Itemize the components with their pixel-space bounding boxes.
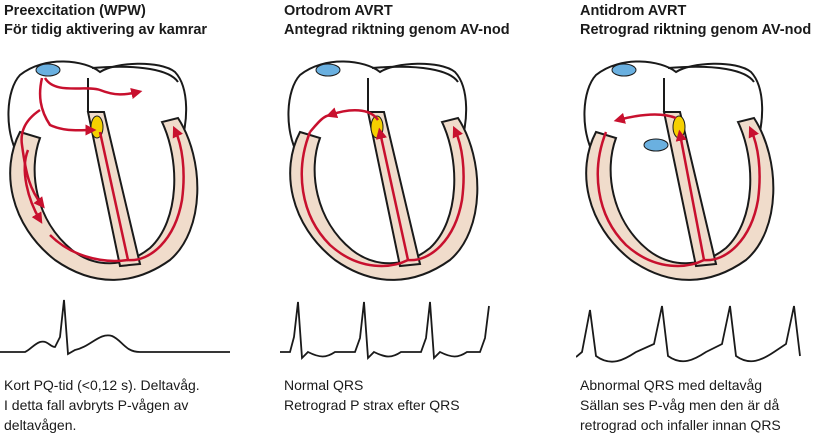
title-line-1: Ortodrom AVRT	[284, 3, 393, 19]
sa-node	[35, 63, 61, 77]
panel-title: Antidrom AVRT Retrograd riktning genom A…	[580, 2, 811, 40]
panel-caption: Kort PQ-tid (<0,12 s). Deltavåg. I detta…	[4, 375, 200, 435]
caption-line-3: deltavågen.	[4, 417, 77, 433]
caption-line-1: Kort PQ-tid (<0,12 s). Deltavåg.	[4, 377, 200, 393]
panel-preexcitation: Preexcitation (WPW) För tidig aktivering…	[0, 0, 270, 437]
title-line-1: Antidrom AVRT	[580, 3, 687, 19]
heart-diagram	[583, 60, 775, 281]
title-line-2: För tidig aktivering av kamrar	[4, 22, 208, 38]
title-line-2: Retrograd riktning genom AV-nod	[580, 22, 812, 38]
title-line-1: Preexcitation (WPW)	[4, 3, 146, 19]
heart-diagram	[7, 60, 199, 281]
heart-diagram	[287, 60, 479, 281]
title-line-2: Antegrad riktning genom AV-nod	[284, 22, 510, 38]
caption-line-3: retrograd och infaller innan QRS	[580, 417, 781, 433]
sa-node	[611, 63, 637, 77]
panel-title: Preexcitation (WPW) För tidig aktivering…	[4, 2, 207, 40]
caption-line-1: Normal QRS	[284, 377, 364, 393]
sa-node-2	[643, 138, 669, 152]
panel-caption: Abnormal QRS med deltavåg Sällan ses P-v…	[580, 375, 781, 435]
ecg-trace	[280, 301, 490, 361]
ecg-trace	[576, 305, 801, 363]
caption-line-1: Abnormal QRS med deltavåg	[580, 377, 763, 393]
caption-line-2: Sällan ses P-våg men den är då	[580, 397, 780, 413]
sa-node	[315, 63, 341, 77]
panel-caption: Normal QRS Retrograd P strax efter QRS	[284, 375, 460, 415]
panel-orthodromic-avrt: Ortodrom AVRT Antegrad riktning genom AV…	[280, 0, 550, 437]
ecg-trace	[0, 299, 230, 356]
caption-line-2: I detta fall avbryts P-vågen av	[4, 397, 189, 413]
panel-title: Ortodrom AVRT Antegrad riktning genom AV…	[284, 2, 510, 40]
panel-antidromic-avrt: Antidrom AVRT Retrograd riktning genom A…	[576, 0, 836, 437]
caption-line-2: Retrograd P strax efter QRS	[284, 397, 460, 413]
